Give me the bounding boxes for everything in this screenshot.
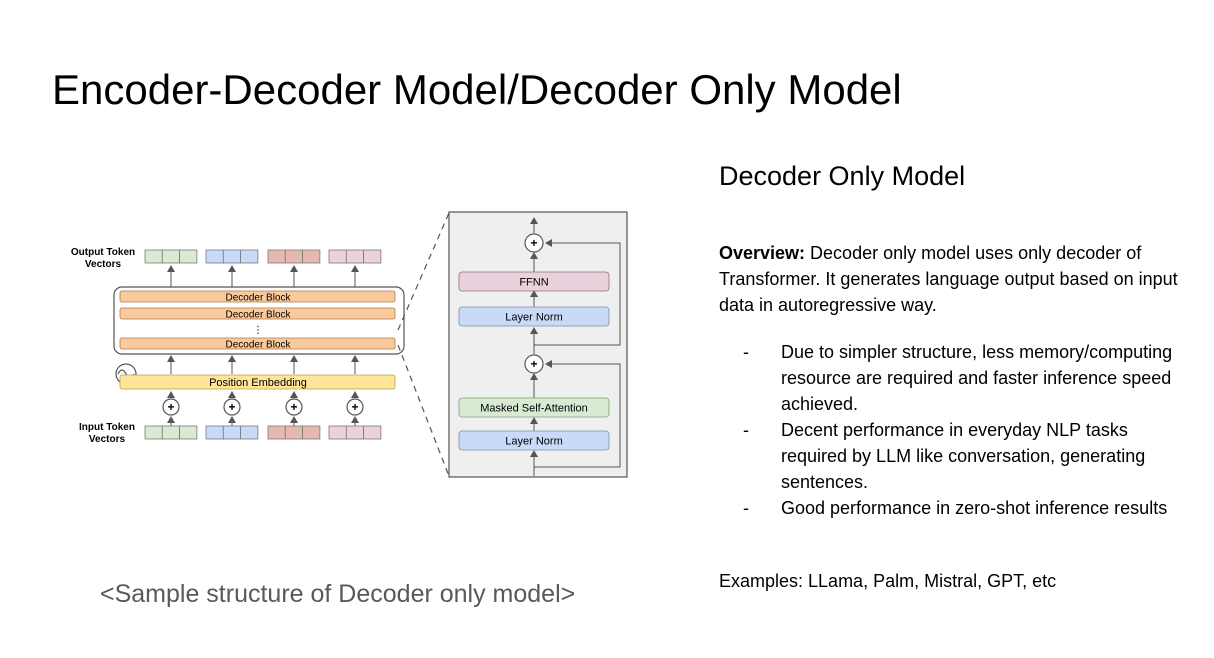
token-vector-cell [284,425,303,440]
slide-title: Encoder-Decoder Model/Decoder Only Model [52,66,902,113]
diagram-caption: <Sample structure of Decoder only model> [100,580,576,608]
svg-text:Layer Norm: Layer Norm [505,436,562,448]
position-embedding: Position Embedding [119,374,396,390]
token-vector-cell [179,425,198,440]
token-vector-cell [363,425,382,440]
svg-text:+: + [290,400,297,414]
output-token-vectors [144,249,382,264]
token-vector-cell [363,249,382,264]
input-token-2 [205,425,259,440]
decoder-block-1: Decoder Block [119,290,396,304]
token-vector-cell [161,425,180,440]
svg-text:Masked Self-Attention: Masked Self-Attention [480,403,588,415]
token-vector-cell [144,249,163,264]
token-vector-cell [345,249,364,264]
output-token-2 [205,249,259,264]
token-vector-cell [284,249,303,264]
svg-text:+: + [530,357,537,371]
svg-text:Layer Norm: Layer Norm [505,312,562,324]
input-token-1 [144,425,198,440]
output-token-3 [267,249,321,264]
svg-text:Position Embedding: Position Embedding [209,377,307,389]
token-vector-cell [179,249,198,264]
plus-icon: + [162,391,180,416]
bullet-item: - Good performance in zero-shot inference… [719,495,1189,521]
svg-text:Decoder Block: Decoder Block [225,293,291,304]
input-arrows [167,416,359,426]
plus-icon: + [285,391,303,416]
section-heading: Decoder Only Model [719,161,966,191]
decoder-stack [113,286,405,355]
token-vector-cell [328,249,347,264]
token-vector-cell [345,425,364,440]
svg-text:+: + [228,400,235,414]
bullet-text: Due to simpler structure, less memory/co… [781,342,1173,414]
stack-ellipsis: ⋮ [253,325,263,336]
layer-norm-top: Layer Norm [458,306,610,327]
bullet-list: - Due to simpler structure, less memory/c… [719,339,1189,521]
input-token-label: Input Token [79,422,135,433]
bullet-item: - Decent performance in everyday NLP task… [719,417,1189,495]
token-vector-cell [205,425,224,440]
token-vector-cell [302,249,321,264]
decoder-block-3: Decoder Block [119,337,396,351]
token-vector-cell [240,425,259,440]
bullet-text: Good performance in zero-shot inference … [781,498,1168,518]
zoom-lines [397,212,450,477]
token-vector-cell [302,425,321,440]
decoder-block-detail: + + FFNN Layer Norm Masked Self-Attentio… [448,211,628,478]
output-token-label-2: Vectors [85,259,122,270]
output-token-label: Output Token [71,247,135,258]
overview-text: Decoder only model uses only decoder of … [719,243,1178,315]
token-vector-cell [222,249,241,264]
svg-text:+: + [351,400,358,414]
ffnn-box: FFNN [458,271,610,292]
bullet-item: - Due to simpler structure, less memory/c… [719,339,1189,417]
decoder-only-diagram: Output Token Vectors Input Token Vectors… [71,211,628,478]
token-vector-cell [267,249,286,264]
token-vector-cell [144,425,163,440]
overview-paragraph: Overview: Decoder only model uses only d… [719,240,1189,318]
svg-text:+: + [530,236,537,250]
svg-text:FFNN: FFNN [519,277,548,289]
input-token-4 [328,425,382,440]
token-vector-cell [222,425,241,440]
token-vector-cell [267,425,286,440]
input-token-label-2: Vectors [89,434,126,445]
bullet-marker: - [743,420,749,440]
input-token-3 [267,425,321,440]
examples-line: Examples: LLama, Palm, Mistral, GPT, etc [719,571,1057,591]
svg-text:Decoder Block: Decoder Block [225,310,291,321]
decoder-block-2: Decoder Block [119,307,396,321]
token-vector-cell [240,249,259,264]
token-vector-cell [205,249,224,264]
output-token-1 [144,249,198,264]
bullet-marker: - [743,498,749,518]
residual-add-top: + [524,233,544,253]
svg-text:+: + [167,400,174,414]
plus-icon: + [346,391,364,416]
token-vector-cell [161,249,180,264]
overview-label: Overview: [719,243,806,263]
output-arrows [167,265,359,288]
stack-input-arrows [167,355,359,374]
token-vector-cell [328,425,347,440]
svg-text:Decoder Block: Decoder Block [225,340,291,351]
masked-self-attention-box: Masked Self-Attention [458,397,610,418]
output-token-4 [328,249,382,264]
layer-norm-bottom: Layer Norm [458,430,610,451]
residual-add-bottom: + [524,354,544,374]
bullet-marker: - [743,342,749,362]
add-operators: + + + + [162,391,364,416]
input-token-vectors [144,425,382,440]
bullet-text: Decent performance in everyday NLP tasks… [781,420,1146,492]
plus-icon: + [223,391,241,416]
